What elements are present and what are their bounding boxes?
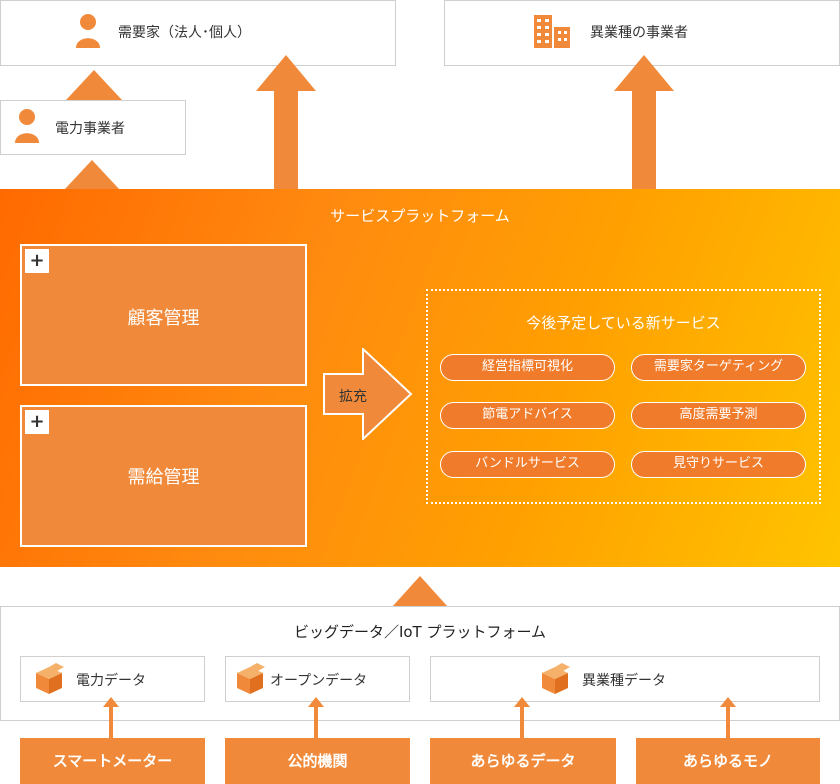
platform-title: サービスプラットフォーム: [330, 207, 510, 225]
bigdata-title: ビッグデータ／IoT プラットフォーム: [293, 623, 547, 641]
service-pill: 経営指標可視化: [440, 354, 615, 381]
service-pill: バンドルサービス: [440, 451, 615, 478]
source-any-data: あらゆるデータ: [430, 738, 616, 784]
building-icon: [534, 15, 570, 48]
data-box-power: [20, 656, 205, 702]
service-pill: 見守りサービス: [631, 451, 806, 478]
arrow-up-small: [720, 697, 736, 739]
box-icon: [36, 663, 64, 694]
utility-label: 電力事業者: [55, 121, 125, 137]
source-smart-meter: スマートメーター: [20, 738, 205, 784]
arrow-up-to-consumer: [66, 70, 122, 100]
service-pill: 需要家ターゲティング: [631, 354, 806, 381]
data-box-other-industry: [430, 656, 820, 702]
arrow-up-to-platform: [392, 576, 448, 607]
person-icon: [76, 14, 100, 48]
consumer-box: [0, 0, 396, 66]
arrow-up-small: [514, 697, 530, 739]
other-industry-label: 異業種の事業者: [590, 25, 688, 41]
arrow-up-small: [308, 697, 324, 739]
data-box-label: オープンデータ: [270, 673, 368, 689]
future-services-box: [426, 289, 821, 504]
function-label: 顧客管理: [127, 308, 200, 329]
utility-box: [0, 100, 186, 155]
plus-icon[interactable]: +: [25, 249, 49, 273]
service-pill: 高度需要予測: [631, 402, 806, 429]
person-icon: [15, 109, 39, 143]
service-pill: 節電アドバイス: [440, 402, 615, 429]
box-icon: [542, 663, 570, 694]
data-box-label: 電力データ: [76, 673, 146, 689]
source-any-thing: あらゆるモノ: [636, 738, 820, 784]
plus-icon[interactable]: +: [25, 410, 49, 434]
arrow-up-platform-to-other-industry: [614, 55, 674, 190]
function-label: 需給管理: [127, 467, 200, 488]
arrow-up-platform-to-consumer: [256, 55, 316, 190]
function-box-supply: + 需給管理: [20, 405, 307, 547]
other-industry-box: [444, 0, 840, 66]
box-icon: [237, 663, 265, 694]
expand-label: 拡充: [339, 389, 367, 405]
future-services-title: 今後予定している新サービス: [526, 314, 721, 332]
function-box-customer: + 顧客管理: [20, 244, 307, 386]
expand-arrow: [323, 348, 413, 440]
arrow-up-small: [103, 697, 119, 739]
source-public-agency: 公的機関: [225, 738, 410, 784]
arrow-up-to-utility: [64, 160, 120, 190]
consumer-label: 需要家（法人･個人）: [118, 25, 251, 41]
data-box-label: 異業種データ: [582, 673, 666, 689]
